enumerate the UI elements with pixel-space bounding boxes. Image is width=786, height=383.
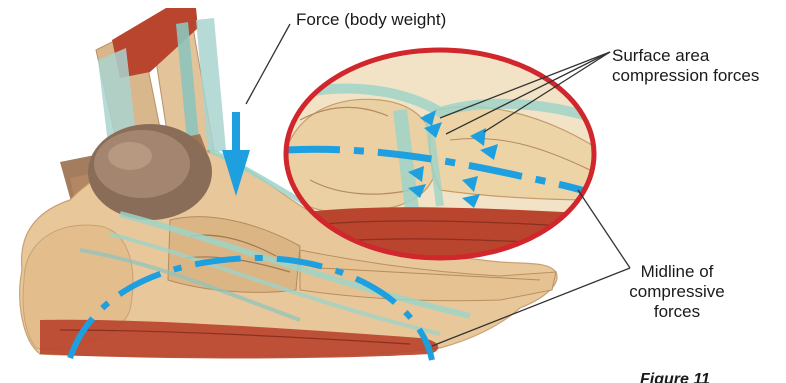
midline-label: Midline of compressive forces: [612, 262, 742, 322]
midline-label-line-2: compressive: [612, 282, 742, 302]
figure-caption: Figure 11: [640, 370, 710, 383]
force-label: Force (body weight): [296, 10, 446, 30]
surface-area-label-line-1: Surface area: [612, 46, 759, 66]
surface-area-label: Surface area compression forces: [612, 46, 759, 86]
midline-label-line-1: Midline of: [612, 262, 742, 282]
surface-area-label-line-2: compression forces: [612, 66, 759, 86]
midline-label-line-3: forces: [612, 302, 742, 322]
